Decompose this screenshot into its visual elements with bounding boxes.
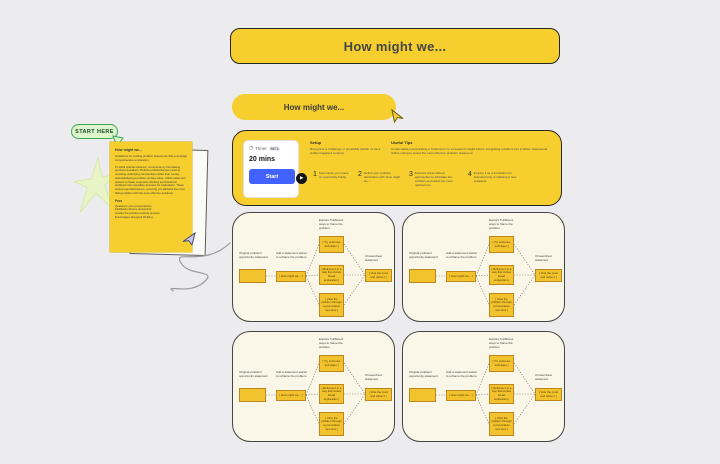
sticky-try-technique[interactable]: [ Try extremes technique ] [489, 236, 514, 253]
timer-label: Timer [255, 146, 267, 151]
note-body: To distill optimal solutions, commence b… [115, 164, 186, 195]
play-icon: ▶ [296, 173, 307, 184]
sticky-provocative-lens[interactable]: [ View the problem through a provocative… [489, 412, 514, 436]
sticky-provocative-lens[interactable]: [ View the problem through a provocative… [489, 293, 514, 317]
setup-body: Recognize a challenge or possibility (ta… [310, 146, 381, 155]
step-item: 1 Summarize your issue or opportunity br… [313, 171, 349, 180]
sticky-vote-refine[interactable]: [ Vote the most and refine it ] [535, 388, 562, 401]
label-explore-ways: Explore 5 different ways to frame the pr… [319, 337, 344, 349]
sticky-try-technique[interactable]: [ Try extremes technique ] [319, 236, 344, 253]
sticky-provocative-lens[interactable]: [ View the problem through a provocative… [319, 412, 344, 436]
label-chosen-statement: Chosen/best statement [535, 254, 552, 262]
steps-row: 1 Summarize your issue or opportunity br… [313, 171, 518, 187]
sticky-original-empty[interactable] [409, 269, 436, 283]
sticky-reframe[interactable]: [ Reframe it in a way that invites broad… [489, 384, 514, 404]
label-original-problem: Original problem/ opportunity statement [239, 370, 268, 378]
sticky-vote-refine[interactable]: [ Vote the most and refine it ] [365, 269, 392, 282]
connector-lines [436, 243, 536, 306]
timer-duration: 20 mins [249, 156, 276, 163]
tips-heading: Useful Tips [391, 140, 413, 145]
sticky-how-might-we[interactable]: [ How might we... ] [446, 390, 476, 401]
note-pros-item: Questions your presumptions. [115, 203, 153, 208]
setup-column: Setup Recognize a challenge or possibili… [310, 140, 386, 155]
note-pros-item: Encourages divergent thinking. [115, 214, 154, 219]
sticky-how-might-we[interactable]: [ How might we... ] [276, 390, 306, 401]
squiggle-doodle-icon [170, 242, 231, 292]
note-pros-title: Pros [115, 198, 123, 203]
sticky-vote-refine[interactable]: [ Vote the most and refine it ] [365, 388, 392, 401]
note-pros-item: Guides the problem-solving process. [115, 211, 161, 216]
label-statement-starter: Add a statement starter to reframe the p… [276, 370, 308, 378]
label-explore-ways: Explore 5 different ways to frame the pr… [319, 218, 344, 230]
step-item: 3 Examine these distinct approaches to a… [409, 171, 453, 188]
tips-column: Useful Tips Contemplate incorporating a … [391, 140, 549, 155]
start-timer-button[interactable]: Start [249, 169, 295, 184]
label-chosen-statement: Chosen/best statement [535, 373, 552, 381]
step-item: 2 Refine your problem description with '… [358, 171, 401, 184]
label-statement-starter: Add a statement starter to reframe the p… [446, 251, 478, 259]
sticky-original-empty[interactable] [409, 388, 436, 402]
hmw-frame-2[interactable]: Original problem/ opportunity statement … [402, 212, 565, 322]
instructions-sticky-note[interactable]: How might we... Guidelines for crafting … [110, 142, 192, 252]
label-original-problem: Original problem/ opportunity statement [239, 251, 268, 259]
setup-panel: ◷ Timer BETA 20 mins Start Setup Recogni… [232, 130, 562, 206]
label-explore-ways: Explore 5 different ways to frame the pr… [489, 337, 514, 349]
sticky-how-might-we[interactable]: [ How might we... ] [276, 271, 306, 282]
label-statement-starter: Add a statement starter to reframe the p… [276, 251, 308, 259]
sticky-original-empty[interactable] [239, 269, 266, 283]
sticky-reframe[interactable]: [ Reframe it in a way that invites broad… [489, 265, 514, 285]
sticky-try-technique[interactable]: [ Try extremes technique ] [319, 355, 344, 372]
label-explore-ways: Explore 5 different ways to frame the pr… [489, 218, 514, 230]
note-pros-list: Questions your presumptions. Facilitates… [115, 203, 187, 220]
timer-widget[interactable]: ◷ Timer BETA 20 mins Start [243, 140, 299, 198]
label-chosen-statement: Chosen/best statement [365, 254, 382, 262]
start-here-tag[interactable]: START HERE [71, 124, 118, 139]
tips-body: Contemplate incorporating a 'brainstorm'… [391, 146, 548, 155]
title-banner-label: How might we... [343, 38, 447, 54]
connector-lines [436, 362, 536, 425]
hmw-frame-3[interactable]: Original problem/ opportunity statement … [232, 331, 395, 442]
label-original-problem: Original problem/ opportunity statement [409, 251, 438, 259]
label-original-problem: Original problem/ opportunity statement [409, 370, 438, 378]
connector-lines [266, 362, 366, 425]
label-statement-starter: Add a statement starter to reframe the p… [446, 370, 478, 378]
sticky-try-technique[interactable]: [ Try extremes technique ] [489, 355, 514, 372]
connector-lines [266, 243, 366, 306]
hmw-frame-4[interactable]: Original problem/ opportunity statement … [402, 331, 565, 442]
note-title: How might we... [115, 148, 143, 152]
hmw-frame-1[interactable]: Original problem/ opportunity statement … [232, 212, 395, 322]
collaborator-cursor-yellow-icon [391, 108, 404, 124]
label-chosen-statement: Chosen/best statement [365, 373, 382, 381]
note-pros-item: Facilitates diverse viewpoints. [115, 207, 152, 212]
sticky-original-empty[interactable] [239, 388, 266, 402]
hmw-pill-label: How might we... [283, 102, 345, 112]
note-intro: Guidelines for crafting problem statemen… [115, 154, 187, 162]
title-banner[interactable]: How might we... [230, 28, 560, 64]
start-here-label: START HERE [75, 128, 114, 135]
sticky-reframe[interactable]: [ Reframe it in a way that invites broad… [319, 265, 344, 285]
sticky-provocative-lens[interactable]: [ View the problem through a provocative… [319, 293, 344, 317]
setup-heading: Setup [310, 140, 322, 145]
sticky-vote-refine[interactable]: [ Vote the most and refine it ] [535, 269, 562, 282]
hmw-pill[interactable]: How might we... [232, 94, 396, 120]
step-item: 4 Employ it as a foundation for brainsto… [468, 171, 517, 184]
sticky-reframe[interactable]: [ Reframe it in a way that invites broad… [319, 384, 344, 404]
sticky-how-might-we[interactable]: [ How might we... ] [446, 271, 476, 282]
beta-badge: BETA [268, 146, 281, 151]
timer-icon: ◷ [249, 145, 254, 151]
collaborator-cursor-purple-icon [182, 231, 196, 247]
